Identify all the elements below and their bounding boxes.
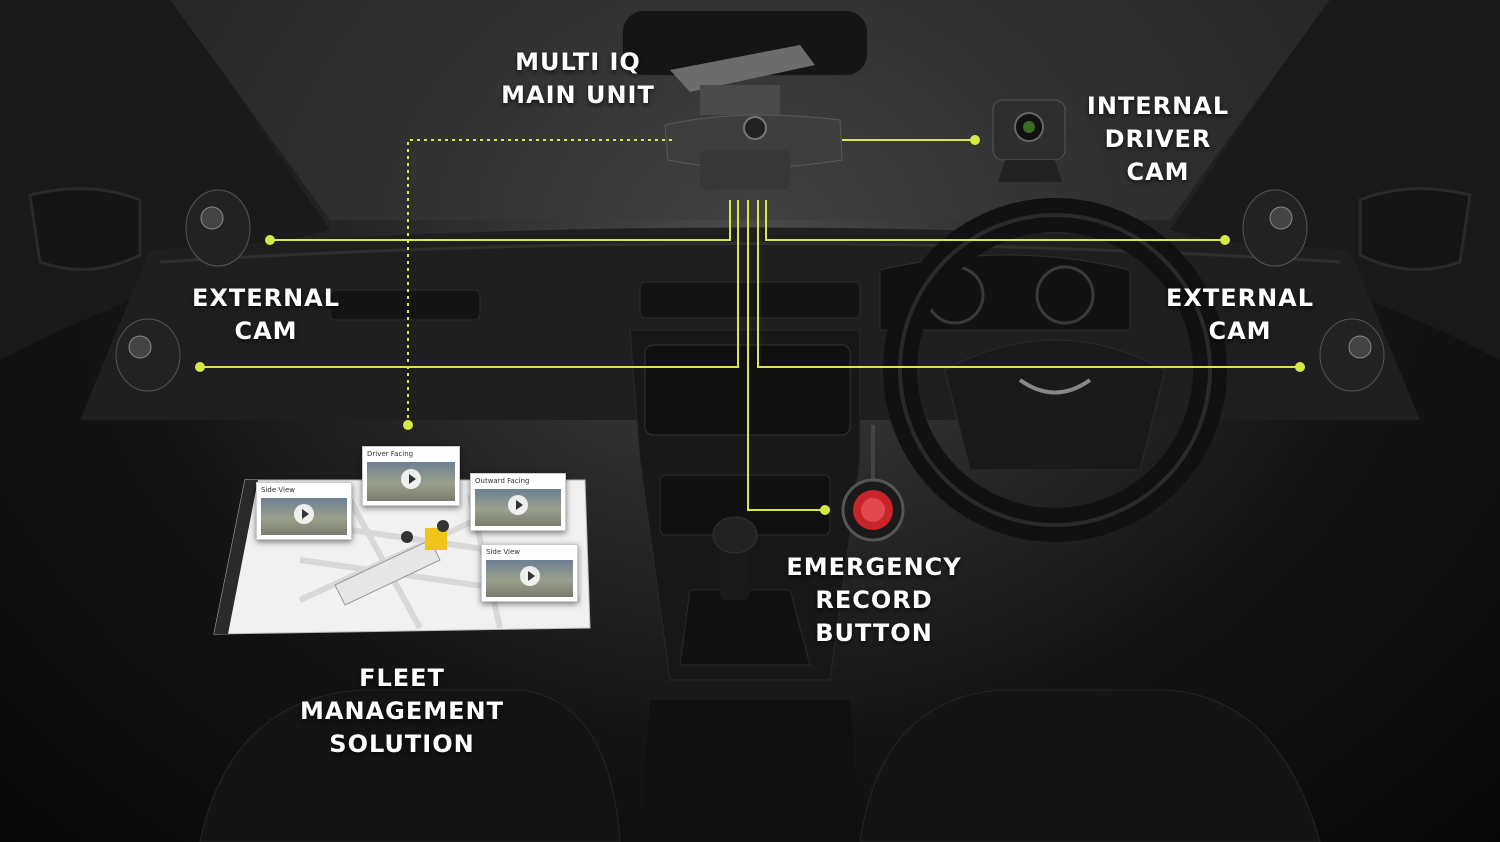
thumb-outward-facing[interactable]: Outward Facing [470,473,566,531]
label-main-unit: MULTI IQ MAIN UNIT [501,48,655,109]
connector-ext-right-top [765,200,1225,241]
thumb-side-view-left[interactable]: Side View [256,482,352,540]
thumb-caption: Driver Facing [367,450,414,458]
connector-endpoints [195,135,1305,515]
left-side-mirror [28,187,142,271]
label-external-cam-right: EXTERNAL CAM [1165,284,1315,345]
connector-ext-left-top [270,200,731,241]
connector-lines [200,139,1300,511]
gear-shifter [679,516,811,666]
label-emergency-record-button: EMERGENCY RECORD BUTTON [786,553,962,647]
external-cam-right-bottom [1319,318,1385,392]
emergency-button-device [841,425,905,542]
connector-ext-left-bottom [200,200,739,368]
external-cam-right-top [1242,189,1308,267]
connector-emergency [747,200,825,511]
internal-driver-cam-device [992,99,1066,182]
steering-wheel [883,198,1227,542]
label-external-cam-left: EXTERNAL CAM [191,284,341,345]
label-fleet-management-solution: FLEET MANAGEMENT SOLUTION [300,664,504,758]
external-cam-left-bottom [115,318,181,392]
play-icon[interactable] [401,468,421,489]
left-seat [199,689,621,842]
right-seat [859,689,1321,842]
right-side-mirror [1358,187,1472,271]
thumb-driver-facing[interactable]: Driver Facing [362,446,460,506]
play-icon[interactable] [294,503,314,524]
connector-ext-right-bottom [757,200,1300,368]
thumb-side-view-right[interactable]: Side View [481,544,578,602]
play-icon[interactable] [508,494,528,515]
play-icon[interactable] [519,565,540,586]
label-internal-driver-cam: INTERNAL DRIVER CAM [1086,92,1230,186]
external-cam-left-top [185,189,251,267]
thumb-caption: Side View [261,486,295,494]
thumb-caption: Outward Facing [475,477,530,485]
main-unit-device [664,45,843,190]
thumb-caption: Side View [486,548,520,556]
